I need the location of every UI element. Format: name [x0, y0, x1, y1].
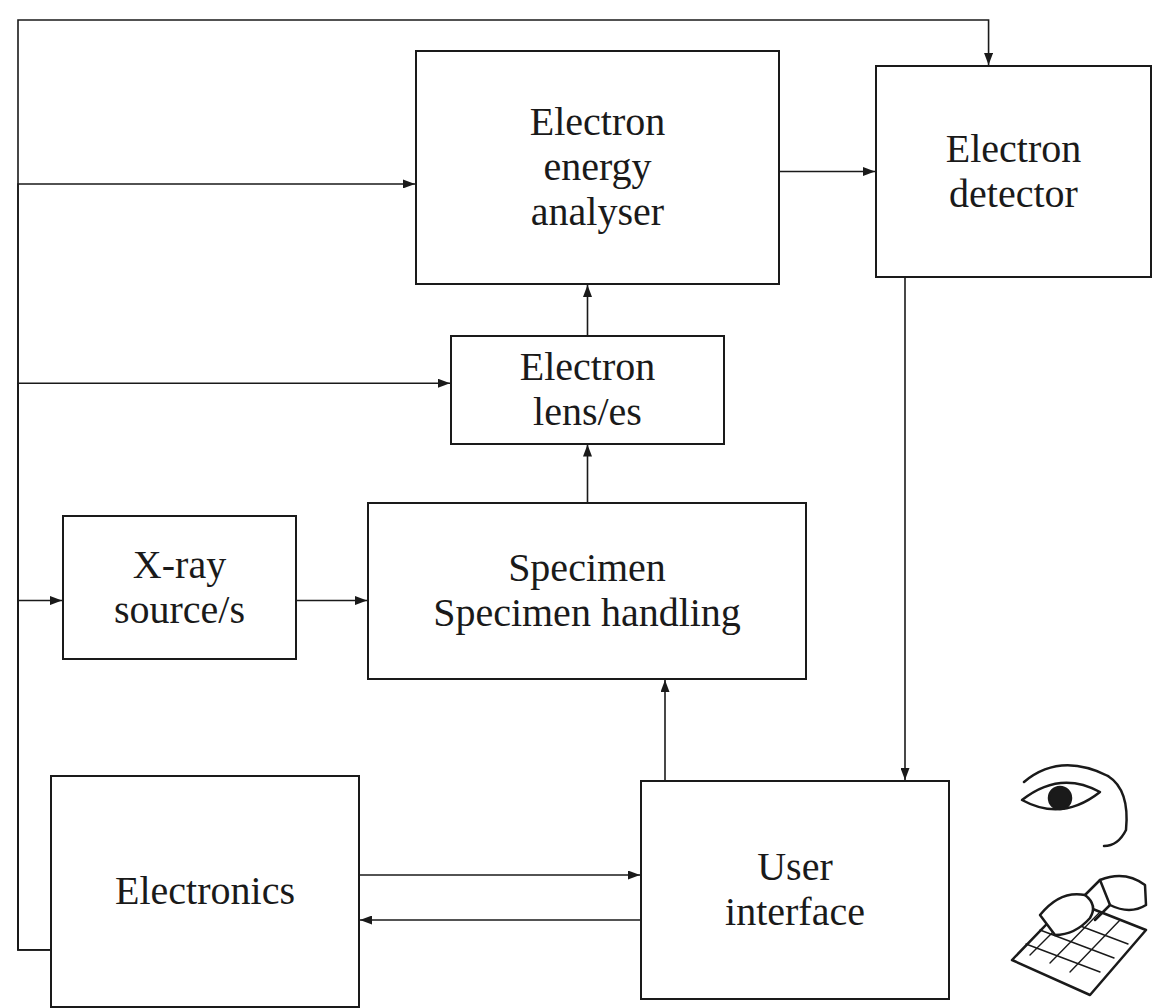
box-label: User interface: [708, 845, 883, 935]
signal-arrow: [780, 171, 875, 173]
fingers: [1085, 880, 1110, 920]
process-box: Electronics: [50, 775, 360, 1008]
process-box: Electron lens/es: [450, 335, 725, 445]
box-label: Electron detector: [904, 127, 1124, 217]
signal-arrow: [360, 919, 640, 921]
process-box: User interface: [640, 780, 950, 1000]
face-outline: [1104, 776, 1127, 846]
box-label: Electron lens/es: [488, 345, 688, 435]
signal-arrow: [360, 874, 640, 876]
process-box: Electron detector: [875, 65, 1152, 278]
signal-arrow: [664, 680, 666, 780]
eyebrow: [1024, 765, 1108, 782]
box-label: Electron energy analyser: [498, 100, 698, 234]
process-box: SpecimenSpecimen handling: [367, 502, 807, 680]
signal-arrow: [587, 285, 589, 335]
box-label: Specimen: [508, 546, 666, 591]
eye-outline: [1022, 783, 1100, 810]
signal-arrow: [904, 278, 906, 780]
signal-arrow: [297, 600, 367, 602]
box-label: X-ray source/s: [100, 543, 260, 633]
process-box: Electron energy analyser: [415, 50, 780, 285]
signal-arrow: [587, 445, 589, 502]
right-hand: [1100, 876, 1146, 910]
box-label: Specimen handling: [433, 591, 741, 636]
box-label: Electronics: [115, 869, 295, 914]
process-box: X-ray source/s: [62, 515, 297, 660]
left-hand: [1040, 894, 1093, 935]
eye-pupil: [1049, 787, 1071, 809]
